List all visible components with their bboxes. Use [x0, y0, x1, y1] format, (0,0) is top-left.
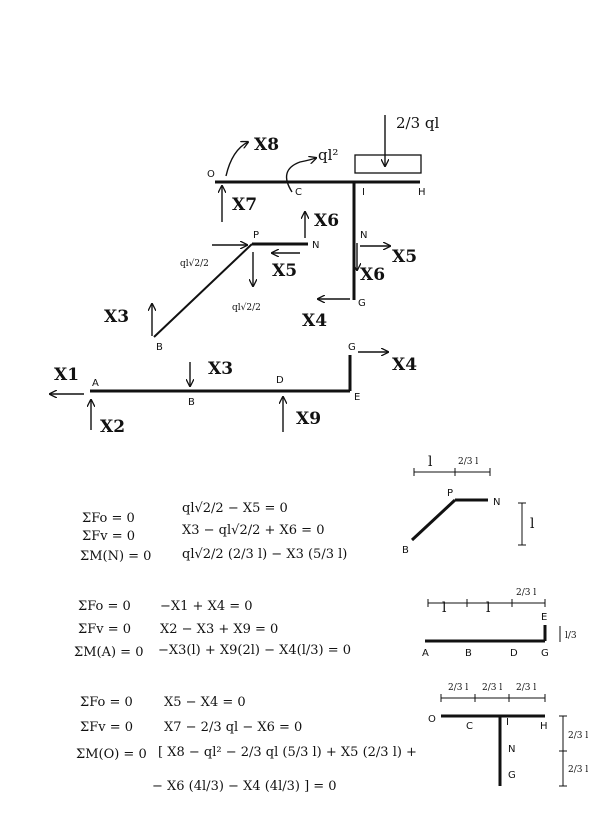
eq1-2-rhs: X3 − ql√2/2 + X6 = 0: [182, 523, 324, 538]
force-X1: X1: [54, 365, 79, 385]
s3-v2: 2/3 l: [568, 765, 588, 775]
point-G-low: G: [348, 342, 356, 353]
top-beam-group: 2/3 ql O C I H G N X7 X8 ql² X6 X5 X4: [207, 114, 440, 331]
distributed-load-box: [354, 154, 422, 174]
s1-bar-diag: [410, 498, 457, 542]
eq1-2-lhs: ΣFv = 0: [82, 529, 135, 544]
s1-dim-l: l: [428, 454, 433, 470]
point-C: C: [295, 187, 302, 198]
sketch-3: 2/3 l 2/3 l 2/3 l O C I H N G 2/3 l 2/3 …: [428, 683, 588, 787]
force-X8: X8: [254, 135, 279, 155]
s3-d2: 2/3 l: [482, 683, 502, 693]
force-X4-col: X4: [302, 311, 327, 331]
force-X4-low: X4: [392, 355, 417, 375]
s1-N: N: [493, 497, 500, 508]
force-X5-mid: X5: [272, 261, 297, 281]
force-X2: X2: [100, 417, 125, 437]
equation-set-3: ΣFo = 0 X5 − X4 = 0 ΣFv = 0 X7 − 2/3 ql …: [76, 695, 417, 794]
force-X3-mid: X3: [104, 307, 129, 327]
point-I: I: [362, 187, 365, 198]
force-X7: X7: [232, 195, 257, 215]
eq1-3-lhs: ΣM(N) = 0: [80, 549, 151, 564]
s2-dim-v: l/3: [565, 631, 577, 641]
s3-v1: 2/3 l: [568, 731, 588, 741]
s2-A: A: [422, 648, 429, 659]
eq3-3-lhs: ΣM(O) = 0: [76, 747, 147, 762]
point-B-mid: B: [156, 342, 163, 353]
equation-set-2: ΣFo = 0 −X1 + X4 = 0 ΣFv = 0 X2 − X3 + X…: [74, 599, 351, 660]
top-load-label: 2/3 ql: [396, 114, 440, 132]
v-load-label: ql√2/2: [232, 302, 261, 313]
eq2-2-lhs: ΣFv = 0: [78, 622, 131, 637]
eq1-1-lhs: ΣFo = 0: [82, 511, 135, 526]
force-X5-col: X5: [392, 247, 417, 267]
point-A: A: [92, 378, 99, 389]
s2-G: G: [541, 648, 549, 659]
point-O: O: [207, 169, 215, 180]
sketch-1: l 2/3 l P N B l: [402, 454, 535, 556]
eq3-2-lhs: ΣFv = 0: [80, 720, 133, 735]
point-E: E: [354, 392, 360, 403]
sketch-2: l l 2/3 l A B D G E l/3: [422, 588, 577, 659]
eq1-1-rhs: ql√2/2 − X5 = 0: [182, 501, 288, 516]
eq2-1-lhs: ΣFo = 0: [78, 599, 131, 614]
force-X6-mid: X6: [314, 211, 339, 231]
s1-dim-23l: 2/3 l: [458, 457, 478, 467]
s3-d3: 2/3 l: [516, 683, 536, 693]
s2-D: D: [510, 648, 518, 659]
arrow-X8: [225, 142, 248, 177]
s1-P: P: [447, 488, 453, 499]
moment-label: ql²: [318, 146, 338, 164]
force-X3-low: X3: [208, 359, 233, 379]
s3-C: C: [466, 721, 473, 732]
eq3-2-rhs: X7 − 2/3 ql − X6 = 0: [164, 720, 302, 735]
eq2-3-rhs: −X3(l) + X9(2l) − X4(l/3) = 0: [158, 643, 351, 658]
s3-H: H: [540, 721, 548, 732]
s2-B: B: [465, 648, 472, 659]
point-P: P: [253, 230, 259, 241]
h-load-label: ql√2/2: [180, 258, 209, 269]
s3-O: O: [428, 714, 436, 725]
eq1-3-rhs: ql√2/2 (2/3 l) − X3 (5/3 l): [182, 547, 347, 562]
s2-dim-23l: 2/3 l: [516, 588, 536, 598]
s1-B: B: [402, 545, 409, 556]
point-N-top: N: [360, 230, 367, 241]
point-D: D: [276, 375, 284, 386]
point-B-low: B: [188, 397, 195, 408]
eq2-1-rhs: −X1 + X4 = 0: [160, 599, 253, 614]
bar-BP: [153, 243, 253, 338]
s3-d1: 2/3 l: [448, 683, 468, 693]
s2-E: E: [541, 612, 547, 623]
s1-dim-v: l: [530, 516, 535, 532]
s2-dim-l1: l: [442, 600, 447, 616]
eq3-1-lhs: ΣFo = 0: [80, 695, 133, 710]
bent-bar-group: P N B ql√2/2 ql√2/2 X6 X5 X3: [104, 211, 339, 353]
force-X6-col: X6: [360, 265, 385, 285]
eq3-4-rhs: − X6 (4l/3) − X4 (4l/3) ] = 0: [152, 779, 337, 794]
equation-set-1: ΣFo = 0 ql√2/2 − X5 = 0 ΣFv = 0 X3 − ql√…: [80, 501, 347, 564]
lower-beam-group: A B D E G X1 X2 X3 X9 X4: [50, 342, 417, 437]
point-N-mid: N: [312, 240, 319, 251]
eq2-2-rhs: X2 − X3 + X9 = 0: [160, 622, 278, 637]
s3-N: N: [508, 744, 515, 755]
s2-dim-l2: l: [486, 600, 491, 616]
point-G-top: G: [358, 298, 366, 309]
arrow-moment: [285, 158, 316, 193]
force-X9: X9: [296, 409, 321, 429]
eq3-1-rhs: X5 − X4 = 0: [164, 695, 246, 710]
s3-G: G: [508, 770, 516, 781]
s3-I: I: [506, 717, 509, 728]
point-H: H: [418, 187, 426, 198]
eq2-3-lhs: ΣM(A) = 0: [74, 645, 143, 660]
eq3-3-rhs: [ X8 − ql² − 2/3 ql (5/3 l) + X5 (2/3 l)…: [158, 745, 417, 760]
